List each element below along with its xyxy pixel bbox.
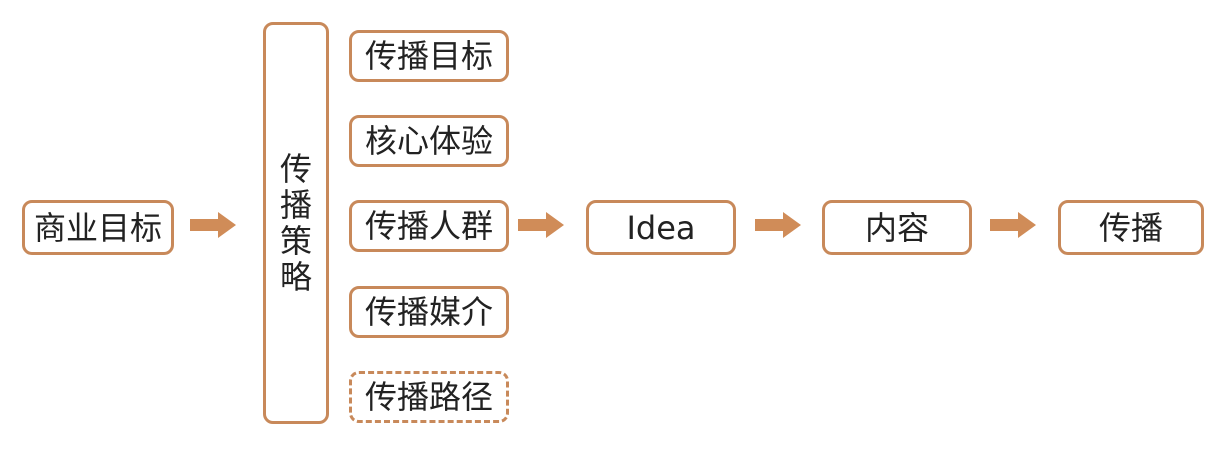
strategy-item-label: 传播目标 [364, 37, 493, 75]
content-label: 内容 [864, 208, 929, 247]
spread-label: 传播 [1098, 208, 1163, 247]
strategy-item-media: 传播媒介 [349, 286, 509, 338]
strategy-char-4: 略 [279, 258, 312, 296]
strategy-container: 传 播 策 略 [263, 22, 329, 424]
idea-label: Idea [626, 208, 696, 247]
strategy-item-label: 传播人群 [364, 207, 493, 245]
arrow-icon [755, 212, 801, 238]
strategy-item-audience: 传播人群 [349, 200, 509, 252]
content-node: 内容 [822, 200, 972, 255]
arrow-icon [518, 212, 564, 238]
strategy-item-path: 传播路径 [349, 371, 509, 423]
strategy-item-label: 传播媒介 [364, 293, 493, 331]
idea-node: Idea [586, 200, 736, 255]
strategy-item-core-experience: 核心体验 [349, 115, 509, 167]
strategy-char-3: 策 [279, 222, 312, 260]
strategy-item-label: 传播路径 [364, 378, 493, 416]
strategy-item-goal: 传播目标 [349, 30, 509, 82]
arrow-icon [990, 212, 1036, 238]
business-goal-node: 商业目标 [22, 200, 174, 255]
strategy-char-1: 传 [279, 150, 312, 188]
strategy-char-2: 播 [279, 186, 312, 224]
spread-node: 传播 [1058, 200, 1204, 255]
strategy-vertical-label: 传 播 策 略 [280, 151, 312, 295]
business-goal-label: 商业目标 [33, 208, 162, 247]
strategy-item-label: 核心体验 [364, 122, 493, 160]
arrow-icon [190, 212, 236, 238]
